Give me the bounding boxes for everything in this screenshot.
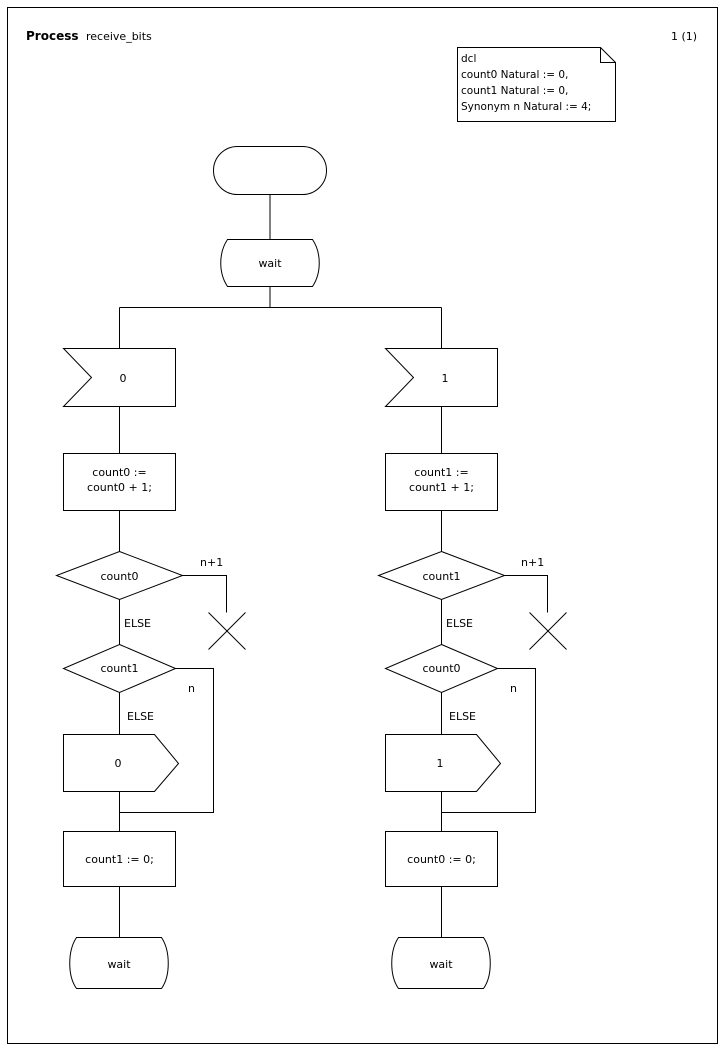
state-label-end-right: wait: [429, 958, 453, 971]
task2-line-0-left: count1 := 0;: [85, 853, 154, 866]
task2-symbol-left: count1 := 0;: [63, 831, 176, 887]
decision-symbol-2-right: count0: [384, 643, 499, 694]
input-label-right: 1: [442, 372, 449, 385]
connector-decision2-right-right: [441, 668, 536, 813]
branch-label-else-1-left: ELSE: [124, 617, 151, 630]
branch-label-n-plus-1-left: n+1: [200, 556, 223, 569]
branch-label-else-1-right: ELSE: [446, 617, 473, 630]
state-symbol-wait-initial: wait: [220, 239, 320, 287]
declaration-note: dcl count0 Natural := 0, count1 Natural …: [457, 47, 616, 122]
connector-decision1-right-left: [182, 575, 227, 613]
state-label-initial: wait: [258, 257, 282, 270]
branch-label-n-plus-1-right: n+1: [521, 556, 544, 569]
task-line-1-right: count1 + 1;: [409, 481, 474, 494]
output-label-right: 1: [437, 757, 444, 770]
decision-2-label-left: count1: [100, 662, 138, 675]
stop-symbol-left: [208, 612, 246, 650]
start-symbol: [213, 146, 327, 195]
task-line-1-left: count0 + 1;: [87, 481, 152, 494]
process-name: receive_bits: [86, 30, 152, 43]
output-symbol-right: 1: [385, 734, 502, 792]
connector-decision2-right-left: [119, 668, 214, 813]
dcl-line-2: count1 Natural := 0,: [461, 85, 568, 97]
state-symbol-wait-end-left: wait: [69, 937, 169, 989]
page-frame: [7, 7, 718, 1044]
dcl-line-0: dcl: [461, 53, 476, 65]
task2-symbol-right: count0 := 0;: [385, 831, 498, 887]
process-keyword: Process: [26, 29, 79, 43]
task-symbol-right: count1 := count1 + 1;: [385, 453, 498, 511]
stop-symbol-right: [529, 612, 567, 650]
branch-label-else-2-left: ELSE: [127, 710, 154, 723]
decision-2-label-right: count0: [422, 662, 460, 675]
task-line-0-left: count0 :=: [92, 466, 146, 479]
task-symbol-left: count0 := count0 + 1;: [63, 453, 176, 511]
task-line-0-right: count1 :=: [414, 466, 468, 479]
output-label-left: 0: [115, 757, 122, 770]
dcl-line-3: Synonym n Natural := 4;: [461, 101, 591, 113]
decision-1-label-right: count1: [422, 570, 460, 583]
decision-1-label-left: count0: [100, 570, 138, 583]
decision-symbol-2-left: count1: [62, 643, 177, 694]
page-number: 1 (1): [671, 30, 697, 43]
branch-label-n-left: n: [188, 682, 195, 695]
dcl-line-1: count0 Natural := 0,: [461, 69, 568, 81]
branch-label-n-right: n: [510, 682, 517, 695]
state-symbol-wait-end-right: wait: [391, 937, 491, 989]
state-label-end-left: wait: [107, 958, 131, 971]
task2-line-0-right: count0 := 0;: [407, 853, 476, 866]
connector-decision1-right-right: [504, 575, 548, 613]
branch-label-else-2-right: ELSE: [449, 710, 476, 723]
output-symbol-left: 0: [63, 734, 180, 792]
input-label-left: 0: [120, 372, 127, 385]
